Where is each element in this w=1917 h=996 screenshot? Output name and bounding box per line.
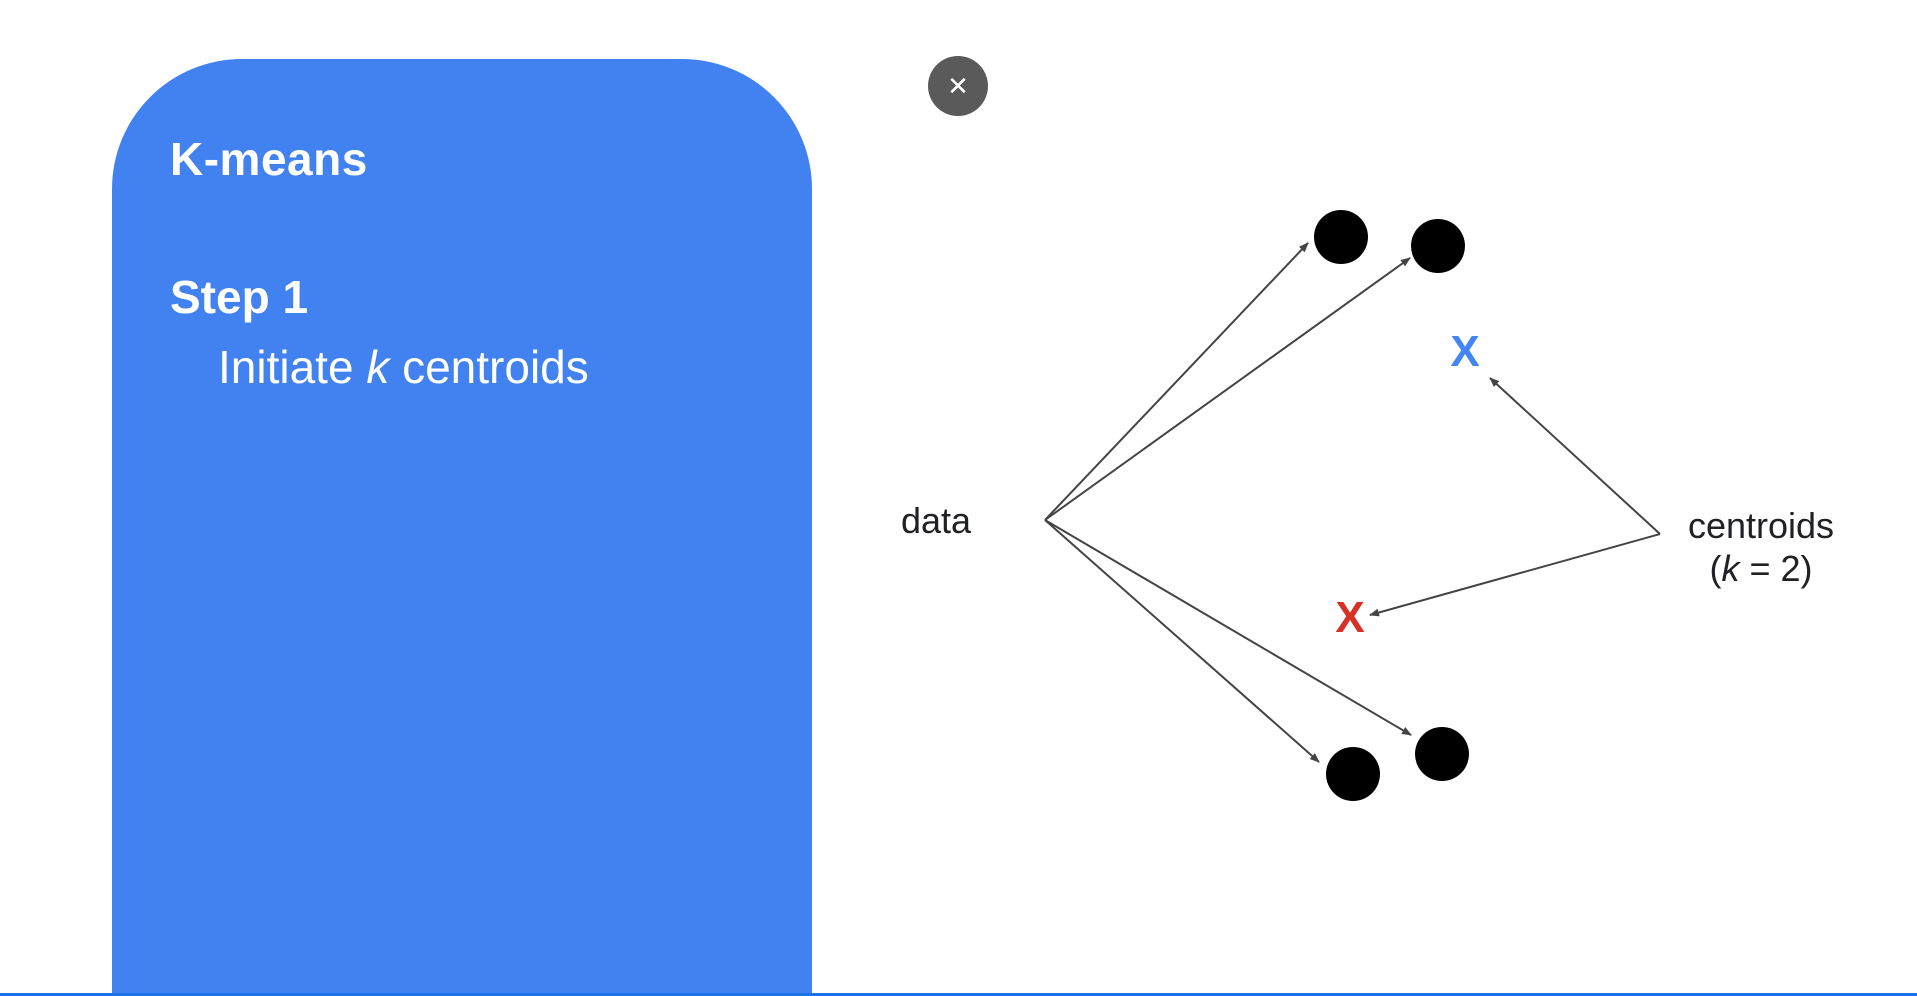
step-label: Step 1 [170,271,309,323]
progress-bar [0,993,1917,996]
step-desc-variable: k [366,341,390,393]
step-card [112,59,812,996]
data-point [1314,210,1368,264]
k-label: (k = 2) [1709,548,1812,589]
arrow-data-point-1 [1044,242,1309,521]
data-point [1326,747,1380,801]
centroids-label: centroids [1688,505,1834,546]
arrow-data-point-3 [1044,519,1320,763]
step-description: Initiate k centroids [218,340,589,394]
data-point [1411,219,1465,273]
k-label-var: k [1721,548,1741,589]
data-label: data [901,500,972,541]
slide-title: K-means [170,133,368,185]
k-label-open: ( [1709,548,1721,589]
close-button[interactable]: ✕ [928,56,988,116]
arrow-data-point-4 [1044,519,1412,736]
centroid-blue-marker: X [1450,327,1479,376]
arrow-centroid-red [1369,533,1661,617]
step-desc-before: Initiate [218,341,367,393]
step-desc-after: centroids [389,341,589,393]
step-card-bottom [112,916,812,996]
centroid-red-marker: X [1335,593,1364,642]
data-point [1415,727,1469,781]
arrow-centroid-blue [1489,377,1661,535]
arrow-data-point-2 [1044,257,1411,521]
k-label-rest: = 2) [1739,548,1812,589]
close-icon[interactable]: ✕ [947,71,969,101]
